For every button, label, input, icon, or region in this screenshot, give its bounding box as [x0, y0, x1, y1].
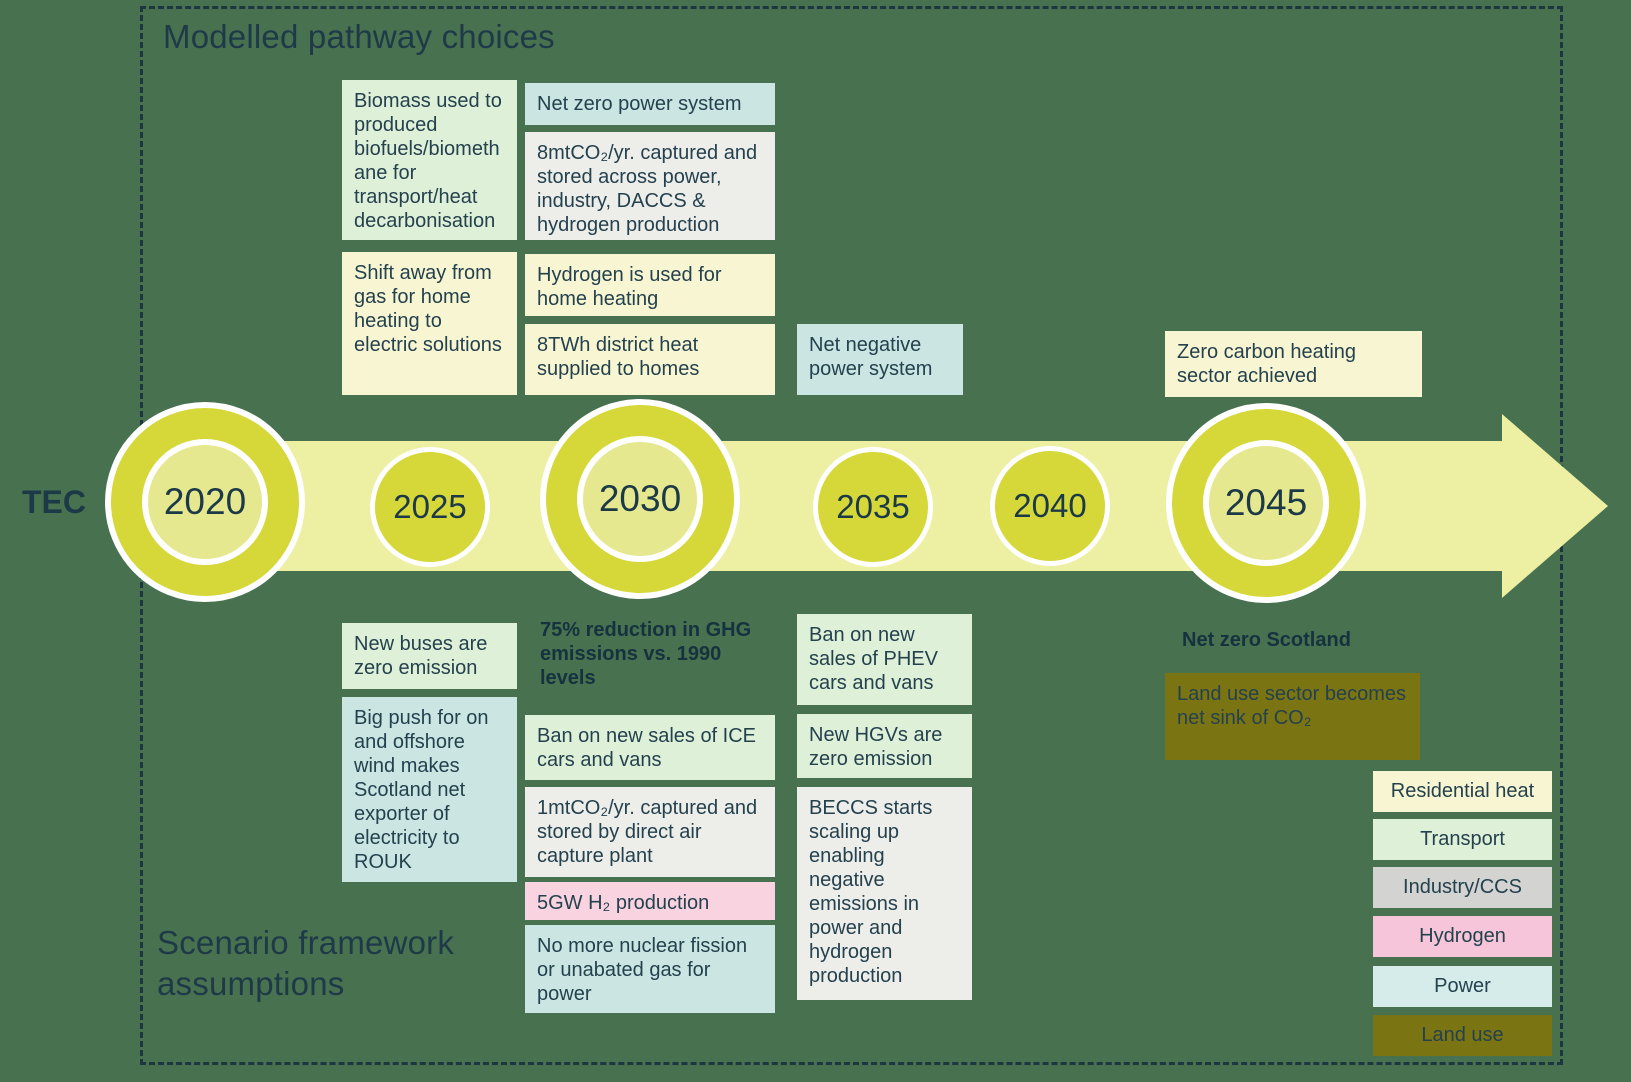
assumption-box-no-nuclear: No more nuclear fission or unabated gas … [525, 925, 775, 1013]
assumption-box-ban-phev: Ban on new sales of PHEV cars and vans [797, 614, 972, 705]
timeline-node-2030: 2030 [540, 399, 740, 599]
timeline-arrowhead-icon [1502, 414, 1608, 598]
milestone-net-zero-scotland: Net zero Scotland [1182, 629, 1351, 651]
milestone-75pct-ghg-reduction: 75% reduction in GHG emissions vs. 1990 … [540, 619, 752, 689]
pathway-box-biomass: Biomass used to produced biofuels/biomet… [342, 80, 517, 240]
assumption-box-new-hgvs: New HGVs are zero emission [797, 714, 972, 778]
pathway-box-district-heat: 8TWh district heat supplied to homes [525, 324, 775, 395]
pathway-box-hydrogen-home-heating: Hydrogen is used for home heating [525, 254, 775, 316]
timeline-year-label: 2030 [577, 436, 703, 562]
legend-item-industry-ccs: Industry/CCS [1373, 867, 1552, 908]
pathway-box-shift-away-from-gas: Shift away from gas for home heating to … [342, 252, 517, 395]
assumption-box-1mtco2-captured: 1mtCO₂/yr. captured and stored by direct… [525, 787, 775, 877]
pathway-box-zero-carbon-heating: Zero carbon heating sector achieved [1165, 331, 1422, 397]
assumption-box-land-use-sink: Land use sector becomes net sink of CO₂ [1165, 673, 1420, 760]
section-title-modelled-pathway-choices: Modelled pathway choices [163, 18, 555, 55]
timeline-node-2025: 2025 [370, 447, 490, 567]
timeline-node-2040: 2040 [990, 446, 1110, 566]
assumption-box-offshore-wind: Big push for on and offshore wind makes … [342, 697, 517, 882]
legend-item-land-use: Land use [1373, 1015, 1552, 1056]
legend-item-residential-heat: Residential heat [1373, 771, 1552, 812]
section-title-scenario-framework-assumptions: Scenario framework assumptions [157, 924, 455, 1003]
pathway-box-8mtco2-captured: 8mtCO₂/yr. captured and stored across po… [525, 132, 775, 240]
legend-item-hydrogen: Hydrogen [1373, 916, 1552, 957]
timeline-axis-label-tec: TEC [22, 484, 86, 520]
pathway-box-net-zero-power: Net zero power system [525, 83, 775, 125]
legend-item-transport: Transport [1373, 819, 1552, 860]
timeline-year-label: 2045 [1203, 440, 1329, 566]
timeline-node-2035: 2035 [813, 447, 933, 567]
pathway-box-net-negative-power: Net negative power system [797, 324, 963, 395]
assumption-box-new-buses: New buses are zero emission [342, 623, 517, 689]
timeline-node-2045: 2045 [1166, 403, 1366, 603]
legend-item-power: Power [1373, 966, 1552, 1007]
timeline-node-2020: 2020 [105, 402, 305, 602]
assumption-box-5gw-h2: 5GW H₂ production [525, 882, 775, 920]
assumption-box-beccs: BECCS starts scaling up enabling negativ… [797, 787, 972, 1000]
assumption-box-ban-ice: Ban on new sales of ICE cars and vans [525, 715, 775, 780]
timeline-year-label: 2020 [142, 439, 268, 565]
